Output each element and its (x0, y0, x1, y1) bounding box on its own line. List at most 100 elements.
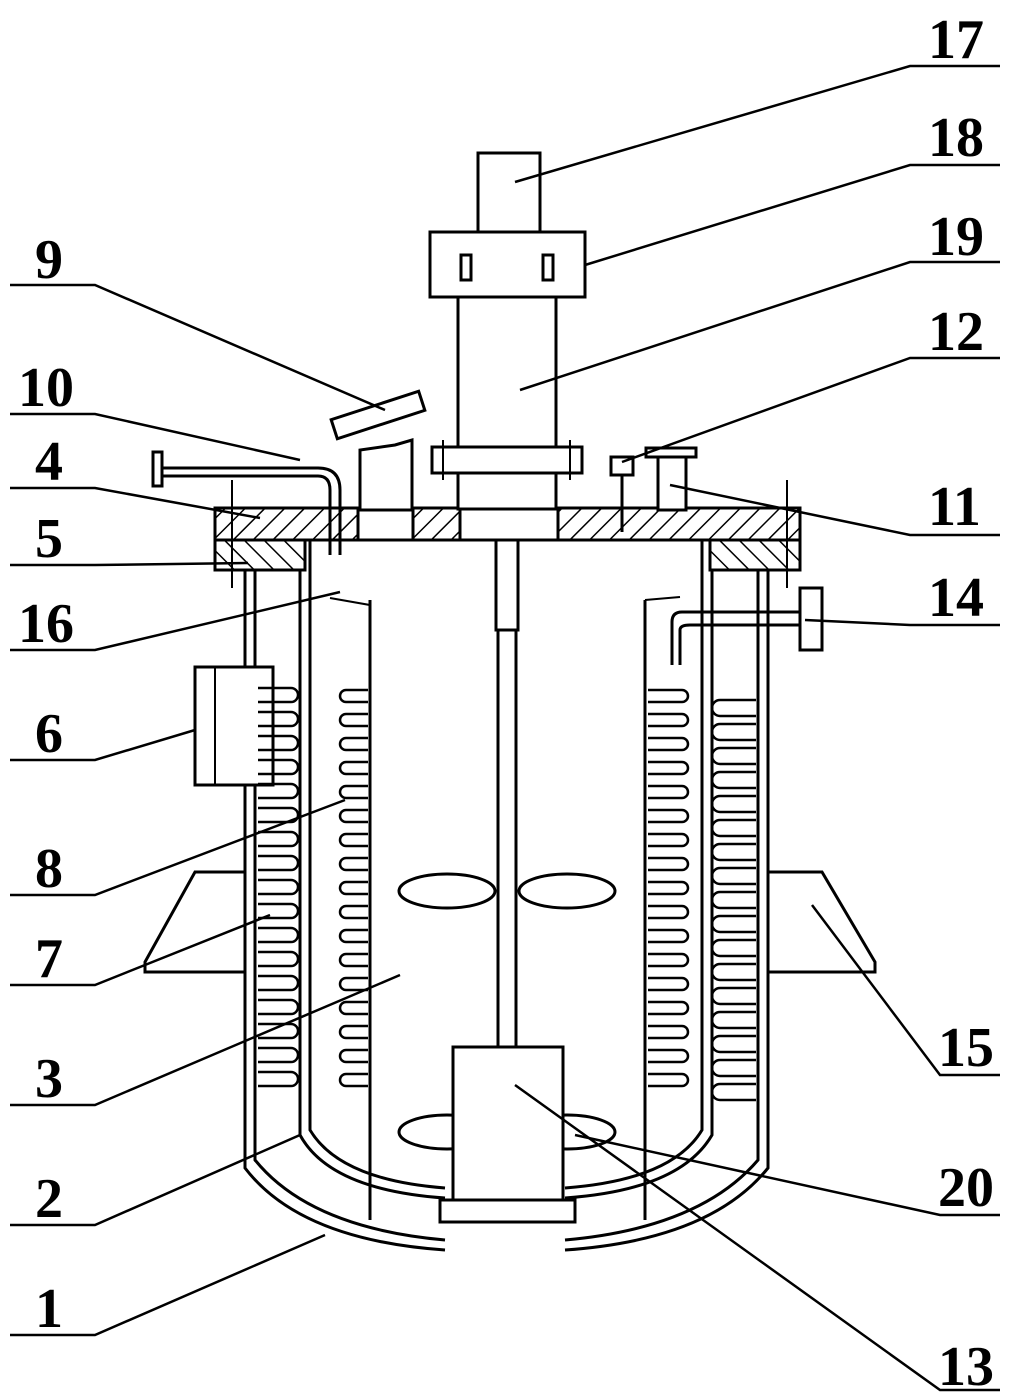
coil-loop (258, 878, 300, 896)
lid-port-opening (356, 506, 415, 542)
coil-loop (338, 736, 368, 752)
coil-loop (710, 914, 756, 934)
support-lug-left (143, 870, 247, 974)
coil-loop (338, 904, 368, 920)
label-10: 10 (18, 357, 74, 419)
coil-loop (338, 688, 368, 704)
coil-loop (338, 1072, 368, 1088)
motor (476, 151, 542, 235)
label-12: 12 (928, 301, 984, 363)
vent-pipe (656, 453, 688, 512)
mount-flange (430, 445, 584, 475)
label-14: 14 (928, 567, 984, 629)
label-8: 8 (35, 838, 63, 900)
discharge-pipe (451, 1045, 565, 1209)
coil-loop (648, 856, 690, 872)
coil-loop (710, 1034, 756, 1054)
upper-paddle-right (517, 872, 617, 910)
coil-loop (710, 746, 756, 766)
label-19: 19 (928, 206, 984, 268)
coil-loop (338, 760, 368, 776)
discharge-flange (438, 1198, 577, 1224)
coupling-slot-left (459, 253, 473, 282)
coil-loop (710, 866, 756, 886)
coil-loop (258, 926, 300, 944)
coil-loop (710, 1082, 756, 1102)
coil-loop (258, 1070, 300, 1088)
coil-loop (338, 784, 368, 800)
coil-loop (648, 904, 690, 920)
label-13: 13 (938, 1336, 994, 1398)
coil-loop (710, 938, 756, 958)
label-5: 5 (35, 508, 63, 570)
coil-loop (648, 976, 690, 992)
side-outlet-pipe (670, 610, 805, 665)
inner-liner (368, 600, 647, 1220)
lid-flange-left (213, 538, 307, 572)
valve-handle (151, 450, 164, 488)
coil-loop (710, 962, 756, 982)
control-box (193, 665, 275, 787)
coil-loop (648, 1024, 690, 1040)
label-4: 4 (35, 431, 63, 493)
coil-loop (338, 1024, 368, 1040)
lid-flange-right (708, 538, 802, 572)
coil-loop (648, 880, 690, 896)
coil-loop (648, 808, 690, 824)
label-16: 16 (18, 593, 74, 655)
coil-loop (710, 1058, 756, 1078)
upper-paddle-left (397, 872, 497, 910)
coil-loop (648, 952, 690, 968)
coil-loop (338, 1000, 368, 1016)
coil-loop (710, 794, 756, 814)
inner-vessel-inner-wall (308, 540, 704, 1190)
coil-loop (710, 818, 756, 838)
coupling-block (428, 230, 587, 299)
coil-loop (258, 806, 300, 824)
coil-loop (258, 902, 300, 920)
coil-loop (710, 890, 756, 910)
coil-loop (338, 832, 368, 848)
label-6: 6 (35, 703, 63, 765)
label-3: 3 (35, 1048, 63, 1110)
stirring-shaft (494, 538, 520, 632)
label-20: 20 (938, 1157, 994, 1219)
label-18: 18 (928, 107, 984, 169)
support-lug-right (766, 870, 877, 974)
coil-loop (648, 688, 690, 704)
outer-shell-inner-wall (253, 568, 760, 1242)
coil-loop (338, 952, 368, 968)
feed-inlet-pipe (358, 437, 414, 512)
coil-loop (338, 976, 368, 992)
feed-inlet-cap (329, 389, 427, 441)
coil-loop (648, 736, 690, 752)
coil-loop (648, 1072, 690, 1088)
coil-loop (648, 1048, 690, 1064)
coil-loop (258, 734, 300, 752)
coil-loop (258, 974, 300, 992)
coil-loop (710, 698, 756, 718)
coil-loop (338, 712, 368, 728)
coil-loop (710, 842, 756, 862)
coil-loop (710, 722, 756, 742)
label-9: 9 (35, 229, 63, 291)
lid-center-opening (458, 506, 560, 542)
side-outlet-flange (798, 586, 824, 652)
coil-loop (338, 1048, 368, 1064)
coil-loop (338, 928, 368, 944)
coil-loop (648, 712, 690, 728)
label-15: 15 (938, 1017, 994, 1079)
coil-loop (648, 832, 690, 848)
coil-loop (710, 1010, 756, 1030)
label-1: 1 (35, 1278, 63, 1340)
reducer-column (456, 295, 558, 511)
heating-coils (258, 686, 756, 1102)
label-11: 11 (928, 476, 981, 538)
coil-loop (338, 856, 368, 872)
inner-vessel (298, 540, 714, 1200)
coil-loop (258, 950, 300, 968)
liner-rim (329, 596, 681, 607)
coil-loop (258, 854, 300, 872)
label-2: 2 (35, 1168, 63, 1230)
coil-loop (258, 1022, 300, 1040)
